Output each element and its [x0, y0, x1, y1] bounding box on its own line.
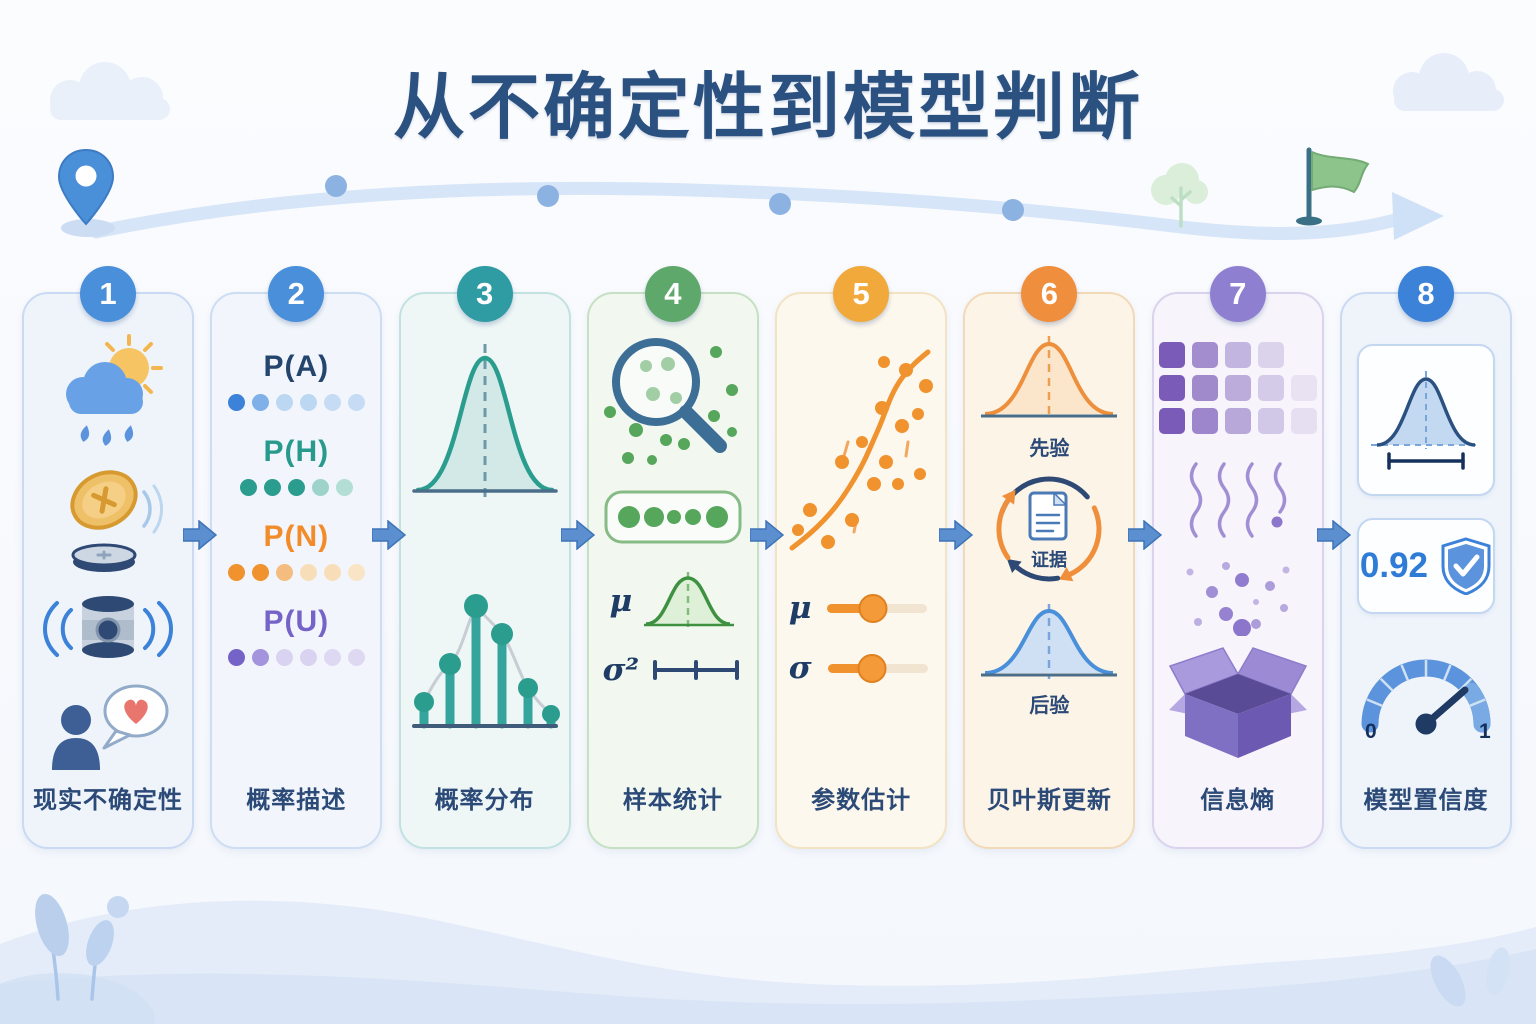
- sigma-squared-symbol: σ²: [602, 652, 640, 688]
- person-heart-chat-icon: [52, 684, 169, 770]
- step-card-8: 8 0.92: [1339, 266, 1512, 849]
- step-card-5: 5 μ σ: [775, 266, 948, 849]
- probability-dots: [224, 394, 368, 411]
- step-card-2: 2 P(A) P(H) P(N) P: [210, 266, 383, 849]
- flow-arrow-icon: [1317, 520, 1351, 550]
- step-label: 信息熵: [1200, 787, 1276, 814]
- step-label: 样本统计: [622, 787, 723, 814]
- steps-row: 1: [22, 266, 1512, 849]
- bottom-wave-decoration: [0, 893, 1536, 1024]
- step-number-badge: 5: [833, 266, 890, 322]
- weather-sun-rain-icon: [66, 334, 163, 446]
- probability-label: P(N): [263, 520, 330, 553]
- confidence-score-panel: 0.92: [1356, 518, 1495, 614]
- flow-arrow-icon: [939, 520, 973, 550]
- step-number-badge: 6: [1021, 266, 1078, 322]
- step-card-6: 6 先验 证据: [963, 266, 1136, 849]
- location-pin-icon: [57, 148, 115, 237]
- document-icon: [1028, 491, 1069, 541]
- interval-icon: [653, 660, 740, 680]
- step-number-badge: 4: [644, 266, 701, 322]
- step-number-badge: 7: [1209, 266, 1266, 322]
- step-label: 概率分布: [434, 787, 535, 814]
- mu-symbol: μ: [788, 590, 812, 626]
- step-card-4: 4 μ: [586, 266, 759, 849]
- confidence-score: 0.92: [1359, 546, 1429, 585]
- prior-curve-icon: [981, 336, 1118, 420]
- step-number-badge: 3: [456, 266, 513, 322]
- tree-icon: [1151, 163, 1208, 228]
- cloud-decoration-right: [1393, 53, 1504, 111]
- step-label: 现实不确定性: [33, 787, 183, 814]
- probability-row-u: P(U): [224, 605, 368, 666]
- journey-line: [89, 181, 1409, 240]
- flow-arrow-icon: [1128, 520, 1162, 550]
- magnifier-sample-icon: [603, 338, 738, 465]
- flow-arrow-icon: [561, 520, 595, 550]
- cloud-decoration-left: [50, 62, 170, 120]
- confidence-curve-panel: [1356, 344, 1495, 496]
- probability-row-n: P(N): [224, 520, 368, 581]
- sigma-slider-row: σ: [789, 650, 934, 686]
- step-card-1: 1: [22, 266, 194, 849]
- mu-symbol: μ: [609, 583, 633, 619]
- probability-dots: [236, 479, 356, 496]
- step-number-badge: 1: [80, 266, 136, 322]
- sound-sensor-icon: [43, 596, 173, 658]
- mini-bell-icon: [644, 572, 735, 628]
- flow-arrow-icon: [750, 520, 784, 550]
- step-card-3: 3 概率分布: [398, 266, 571, 849]
- gauge-min-label: 0: [1365, 720, 1377, 740]
- probability-label: P(H): [263, 435, 330, 468]
- open-box-icon: [1168, 647, 1307, 758]
- flow-arrow-icon: [372, 520, 406, 550]
- sigma-slider[interactable]: [822, 651, 934, 686]
- mu-stat-row: μ: [609, 568, 736, 634]
- plant-decoration-right: [1430, 947, 1510, 1007]
- probability-row-h: P(H): [236, 435, 356, 496]
- step-card-7: 7: [1151, 266, 1324, 849]
- step-label: 模型置信度: [1363, 787, 1489, 814]
- probability-dots: [224, 649, 368, 666]
- coin-flip-icon: [70, 470, 163, 572]
- probability-row-a: P(A): [224, 350, 368, 411]
- entropy-waves-icon: [1189, 462, 1286, 538]
- step-label: 概率描述: [246, 787, 347, 814]
- probability-label: P(U): [263, 605, 330, 638]
- bayes-cycle-icon: 证据: [996, 476, 1102, 582]
- waypoint-dots: [325, 175, 1024, 221]
- fading-grid-icon: [1158, 342, 1317, 434]
- finish-flag-icon: [1296, 147, 1370, 226]
- journey-arrowhead-icon: [1392, 192, 1444, 240]
- mu-slider-row: μ: [789, 590, 934, 626]
- sigma-symbol: σ: [788, 650, 812, 686]
- sample-dots-box-icon: [604, 490, 742, 544]
- flow-arrow-icon: [183, 520, 217, 550]
- journey-path: [57, 147, 1444, 240]
- plant-decoration-left: [0, 893, 155, 1024]
- step-number-badge: 2: [268, 266, 325, 322]
- page-title: 从不确定性到模型判断: [392, 68, 1143, 148]
- scatter-fit-icon: [789, 349, 934, 551]
- sigma-squared-row: σ²: [603, 652, 743, 688]
- evidence-label: 证据: [1031, 549, 1067, 570]
- normal-curve-icon: [411, 344, 558, 498]
- posterior-label: 后验: [1029, 695, 1070, 717]
- discrete-distribution-icon: [411, 594, 560, 729]
- mu-slider[interactable]: [821, 591, 933, 626]
- confidence-curve-icon: [1370, 371, 1481, 470]
- probability-label: P(A): [263, 350, 330, 383]
- prior-label: 先验: [1029, 438, 1070, 460]
- posterior-curve-icon: [981, 604, 1118, 679]
- probability-dots: [224, 564, 368, 581]
- entropy-particles-icon: [1186, 562, 1290, 636]
- gauge-max-label: 1: [1479, 720, 1491, 740]
- step-number-badge: 8: [1397, 266, 1454, 322]
- step-label: 贝叶斯更新: [986, 787, 1112, 814]
- gauge-icon: 0 1: [1361, 659, 1491, 740]
- shield-check-icon: [1441, 537, 1491, 595]
- step-label: 参数估计: [811, 787, 912, 814]
